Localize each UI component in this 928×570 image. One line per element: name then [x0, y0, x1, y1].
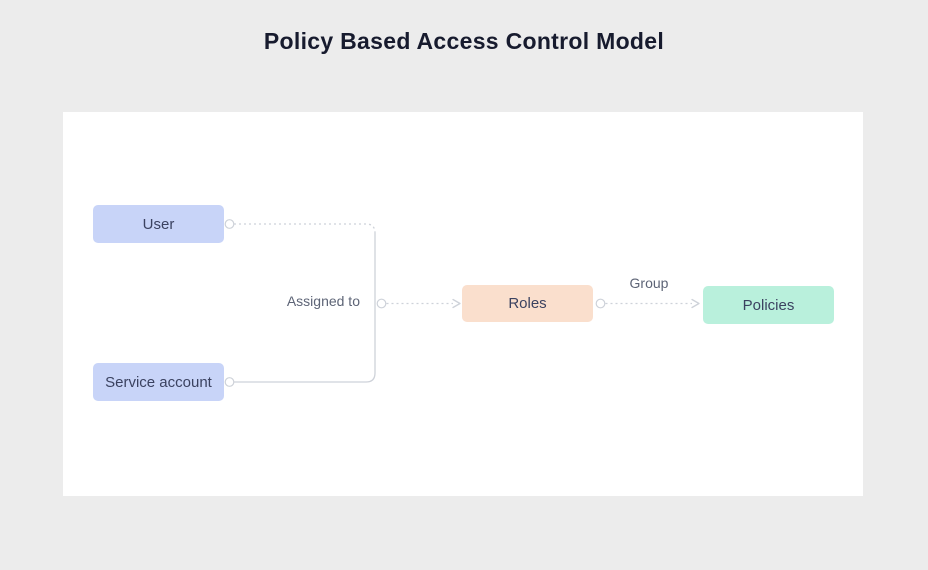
node-service-account-label: Service account	[105, 373, 212, 391]
node-user: User	[93, 205, 224, 243]
node-roles-label: Roles	[508, 295, 547, 312]
edge-label-group: Group	[629, 275, 669, 291]
node-policies-label: Policies	[742, 296, 795, 314]
diagram-canvas: User Service account Roles Policies Assi…	[63, 112, 863, 496]
user-port-icon	[224, 219, 235, 229]
service-account-connector-line	[234, 372, 376, 383]
roles-port-icon	[595, 298, 606, 309]
page-title: Policy Based Access Control Model	[263, 28, 665, 54]
node-user-label: User	[142, 215, 175, 233]
connectors-layer	[224, 219, 700, 387]
node-service-account: Service account	[93, 363, 224, 401]
node-policies: Policies	[703, 286, 834, 324]
policies-arrowhead-icon	[691, 298, 700, 309]
roles-arrowhead-icon	[452, 298, 461, 309]
user-connector-line	[234, 223, 376, 234]
junction-port-icon	[376, 298, 387, 309]
service-account-port-icon	[224, 377, 235, 387]
node-roles: Roles	[462, 285, 593, 322]
edge-label-assigned-to: Assigned to	[286, 293, 360, 309]
